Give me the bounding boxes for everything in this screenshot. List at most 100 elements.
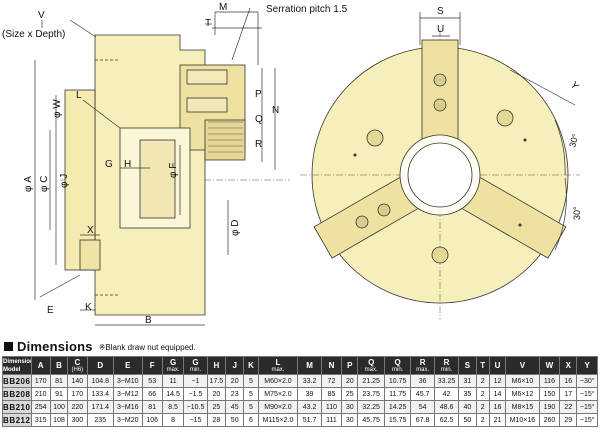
table-cell: 67.8 (410, 413, 435, 427)
table-cell: 300 (67, 413, 88, 427)
table-cell: 106 (141, 413, 163, 427)
rear-hub (79, 239, 101, 271)
table-cell: 31 (458, 374, 477, 388)
label-angle-30-top: 30° (567, 132, 580, 148)
mount-hole-2 (496, 109, 514, 127)
table-cell: 53 (141, 374, 163, 388)
table-cell: 3−M12 (113, 387, 143, 401)
column-header-label: K (248, 360, 254, 370)
table-cell: −1 (183, 374, 208, 388)
column-header: U (488, 356, 507, 375)
column-header-label: G (169, 357, 177, 367)
table-cell: −15° (576, 387, 598, 401)
table-cell: 36 (410, 374, 435, 388)
column-header-label: P (347, 360, 353, 370)
column-header: M (297, 356, 322, 375)
label-c: φ C (39, 176, 50, 192)
label-e: E (47, 305, 54, 316)
table-cell: 20 (206, 387, 227, 401)
table-cell: 210 (30, 387, 51, 401)
table-cell: 17.5 (206, 374, 227, 388)
marker-dot-2 (523, 138, 527, 142)
table-cell: M60×2.0 (257, 374, 299, 388)
table-cell: 21 (488, 413, 507, 427)
column-header-label: L (275, 357, 281, 367)
column-header-label: X (565, 360, 571, 370)
table-cell: M90×2.0 (257, 400, 299, 414)
column-header-sub: min. (440, 366, 453, 373)
jaw-hole-1 (433, 73, 447, 87)
column-header-sub: max. (364, 366, 378, 373)
column-header-label: V (519, 360, 526, 370)
table-cell: 3−M10 (113, 374, 143, 388)
table-cell: 43.2 (297, 400, 322, 414)
table-cell: 150 (538, 387, 561, 401)
column-header-label: U (494, 360, 501, 370)
table-cell: 10.75 (383, 374, 412, 388)
table-cell: −10.5 (183, 400, 208, 414)
draw-nut (139, 139, 176, 219)
label-p: P (255, 89, 262, 100)
table-cell: 21.25 (357, 374, 385, 388)
table-cell: 30 (341, 400, 359, 414)
label-a: φ A (23, 176, 34, 192)
table-cell: 51.7 (297, 413, 322, 427)
column-header-label: J (232, 360, 237, 370)
table-cell: M6×12 (505, 387, 540, 401)
table-cell: 54 (410, 400, 435, 414)
table-cell: 3−M16 (113, 400, 143, 414)
dimensions-heading: Dimensions ※Blank draw nut equipped. (4, 338, 196, 354)
column-header: P (341, 356, 359, 375)
label-q: Q (255, 114, 263, 125)
corner-top-label: Dimensions (3, 358, 31, 365)
column-header-sub: min. (189, 366, 202, 373)
table-cell: 104.8 (86, 374, 115, 388)
column-header-label: S (464, 360, 471, 370)
table-cell: 8.5 (161, 400, 185, 414)
table-cell: 42 (433, 387, 460, 401)
column-header: Y (576, 356, 598, 375)
table-cell: 2 (475, 400, 490, 414)
column-header: C(H6) (67, 356, 88, 375)
column-header-label: T (480, 360, 486, 370)
table-cell: 190 (538, 400, 561, 414)
side-view (34, 7, 290, 326)
table-cell: 91 (49, 387, 69, 401)
table-cell: 171.4 (86, 400, 115, 414)
column-header-label: H (213, 360, 220, 370)
column-header-label: D (97, 360, 104, 370)
table-cell: 48.6 (433, 400, 460, 414)
jaw-bolt-2 (186, 97, 228, 113)
table-cell: 66 (141, 387, 163, 401)
table-cell: 6 (243, 413, 259, 427)
table-cell: 5 (243, 400, 259, 414)
table-cell: 81 (141, 400, 163, 414)
table-cell: 30 (341, 413, 359, 427)
column-header: E (113, 356, 143, 375)
label-v: V (38, 10, 45, 21)
table-cell: 11.75 (383, 387, 412, 401)
column-header-label: F (149, 360, 155, 370)
table-cell: 32.25 (357, 400, 385, 414)
column-header: B (49, 356, 69, 375)
jaw-hole-4 (377, 203, 391, 217)
table-cell: 17 (559, 387, 578, 401)
marker-dot-3 (518, 223, 522, 227)
label-j: φ J (59, 174, 70, 188)
table-cell: 16 (488, 400, 507, 414)
jaw-hole-2 (433, 98, 447, 112)
label-r: R (255, 139, 262, 150)
table-cell: M115×2.0 (257, 413, 299, 427)
table-cell: 28 (206, 413, 227, 427)
mount-hole-3 (431, 246, 449, 264)
column-header: F (141, 356, 163, 375)
table-cell: 170 (30, 374, 51, 388)
label-k: K (85, 302, 92, 313)
